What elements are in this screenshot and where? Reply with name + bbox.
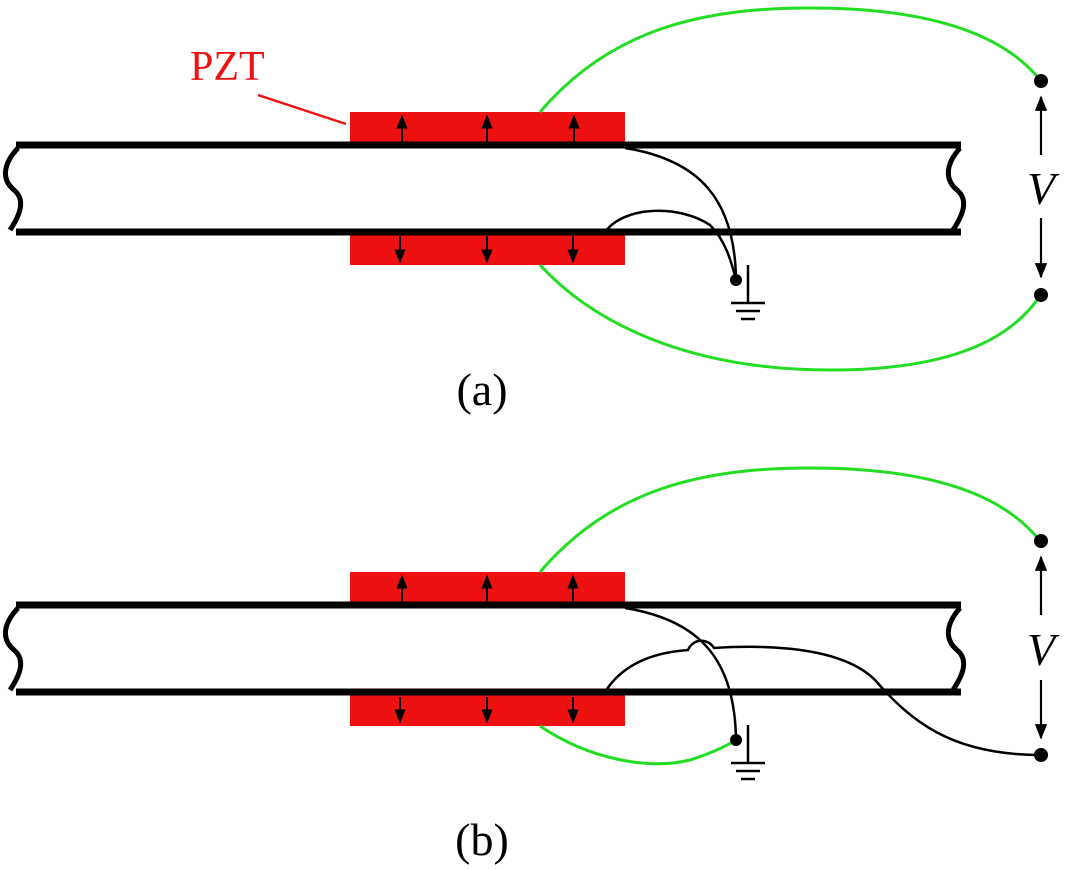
caption-b: (b) bbox=[455, 814, 509, 865]
terminal-top-a bbox=[1034, 74, 1048, 88]
green-wire-bottom-a bbox=[538, 263, 1042, 372]
terminal-bottom-a bbox=[1034, 288, 1048, 302]
beam-b bbox=[3, 601, 967, 696]
terminal-top-b bbox=[1034, 534, 1048, 548]
panel-a: PZT bbox=[3, 6, 1060, 415]
terminal-bottom-b bbox=[1034, 748, 1048, 762]
polarization-arrows-top-b bbox=[396, 574, 579, 602]
pzt-label: PZT bbox=[190, 44, 265, 90]
crossover-wire-b bbox=[603, 639, 1042, 757]
ground-wire-bottom-a bbox=[603, 209, 738, 281]
ground-wire-top-b bbox=[624, 606, 738, 741]
ground-wire-top-a bbox=[624, 146, 738, 281]
polarization-arrows-bottom-b bbox=[394, 697, 579, 724]
polarization-arrows-top-a bbox=[396, 114, 580, 142]
voltage-label-a: V bbox=[1027, 163, 1060, 214]
voltage-label-b: V bbox=[1027, 624, 1060, 675]
polarization-arrows-bottom-a bbox=[394, 236, 579, 264]
green-wire-top-b bbox=[538, 466, 1042, 573]
panel-b: V (b) bbox=[3, 466, 1060, 865]
ground-symbol-b bbox=[730, 725, 765, 781]
beam-a bbox=[3, 141, 967, 236]
green-wire-bottom-b bbox=[539, 724, 737, 766]
green-wire-top-a bbox=[538, 6, 1042, 113]
pzt-leader-line bbox=[257, 93, 347, 126]
caption-a: (a) bbox=[456, 364, 507, 415]
ground-symbol-a bbox=[730, 265, 765, 321]
